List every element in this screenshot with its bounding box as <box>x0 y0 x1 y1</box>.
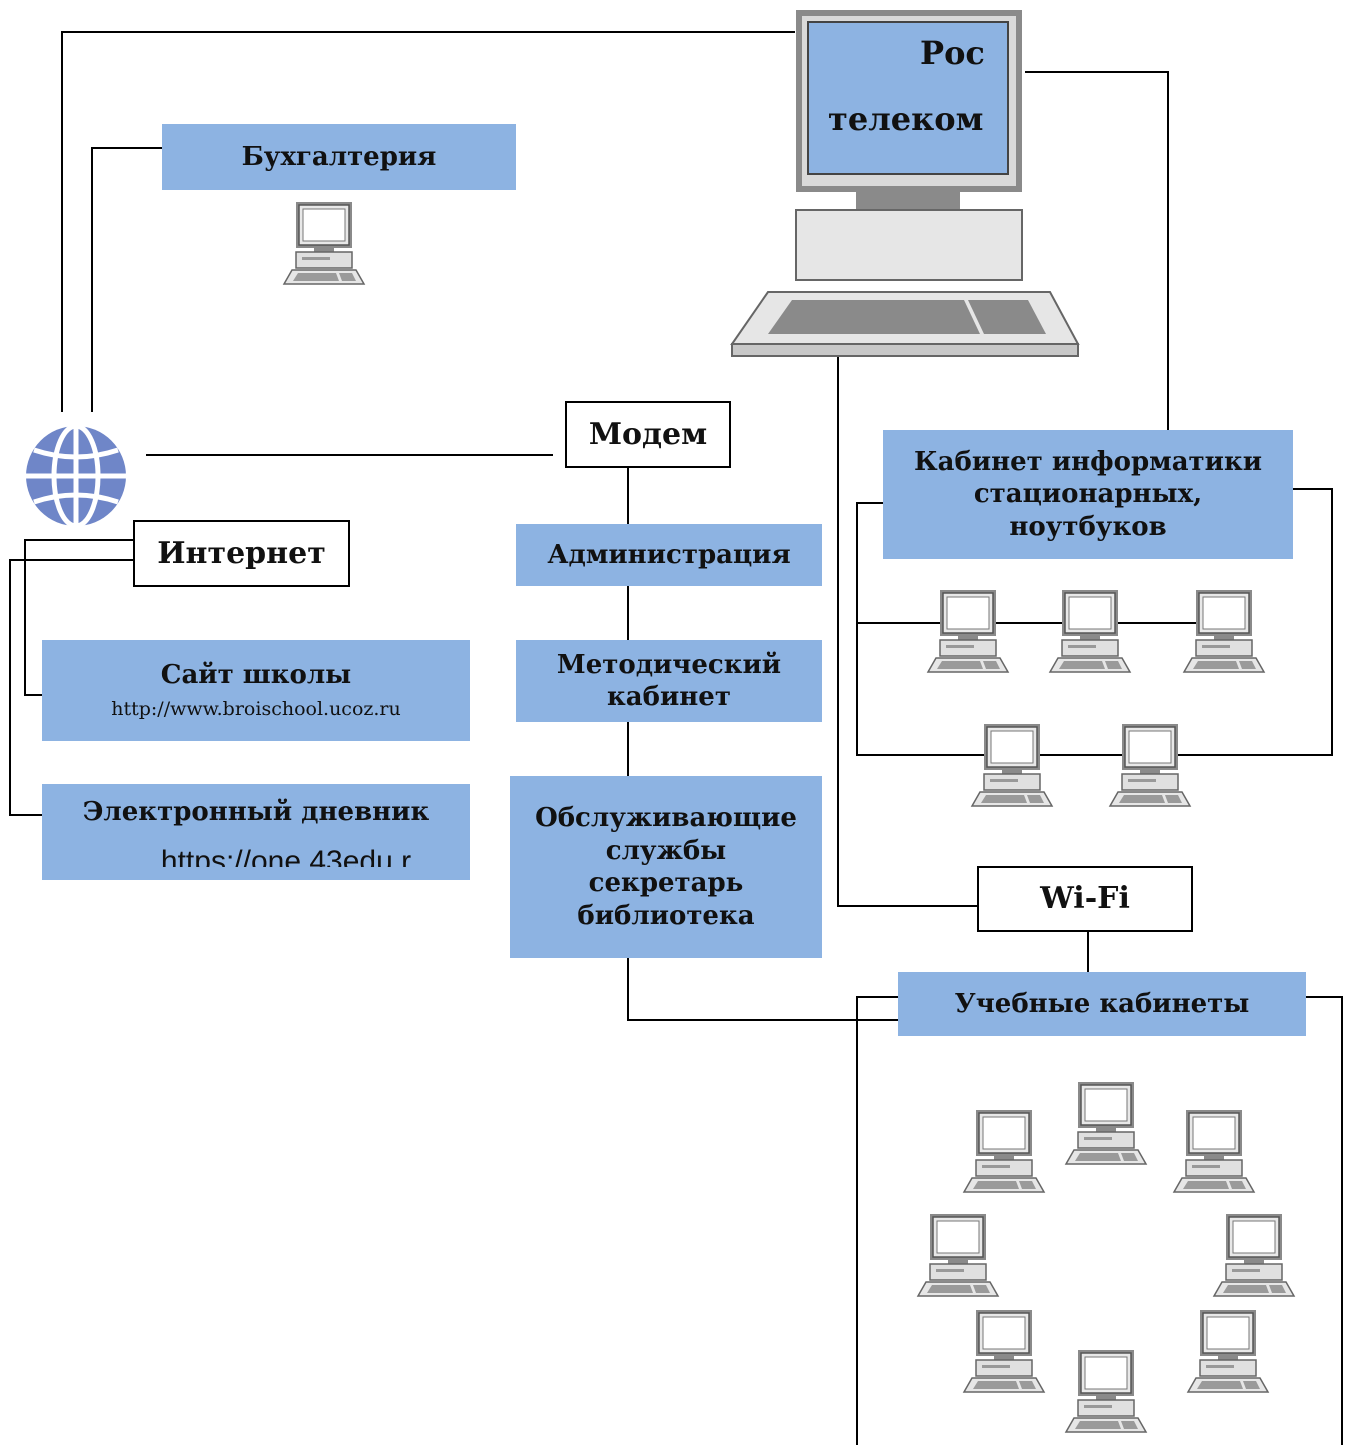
ediary-box: Электронный дневник https://one.43edu.r <box>42 784 470 880</box>
internet-label: Интернет <box>157 535 326 571</box>
administration-label: Администрация <box>547 539 791 570</box>
computer-icon <box>1182 588 1266 680</box>
services-line1: Обслуживающие <box>535 803 797 833</box>
line-internet-diary <box>9 559 133 816</box>
administration-box: Администрация <box>516 524 822 586</box>
classrooms-label: Учебные кабинеты <box>954 988 1250 1019</box>
methodical-box: Методический кабинет <box>516 640 822 722</box>
line-internet-site <box>24 539 133 696</box>
services-line4: библиотека <box>577 900 755 931</box>
ediary-url: https://one.43edu.r <box>160 844 412 867</box>
ediary-label: Электронный дневник <box>82 797 430 827</box>
school-site-label: Сайт школы <box>160 660 352 691</box>
modem-label: Модем <box>588 416 708 452</box>
accounting-box: Бухгалтерия <box>162 124 516 190</box>
methodical-line1: Методический <box>556 649 782 680</box>
line-rostelecom-wifi <box>837 355 977 907</box>
wifi-box: Wi-Fi <box>977 866 1193 932</box>
methodical-line2: кабинет <box>607 682 731 712</box>
school-site-box: Сайт школы http://www.broischool.ucoz.ru <box>42 640 470 741</box>
line-informatics-loop <box>856 488 1333 756</box>
server-computer-icon <box>730 10 1080 357</box>
rostelecom-label-line2: телеком <box>828 100 984 138</box>
computer-icon <box>1064 1348 1148 1440</box>
services-line3: секретарь <box>588 868 744 898</box>
computer-icon <box>1108 722 1192 814</box>
computer-icon <box>1172 1108 1256 1200</box>
informatics-box: Кабинет информатики стационарных, ноутбу… <box>883 430 1293 559</box>
computer-icon <box>962 1308 1046 1400</box>
internet-box: Интернет <box>133 520 350 587</box>
modem-box: Модем <box>565 401 731 468</box>
informatics-line1: Кабинет информатики <box>913 446 1263 477</box>
school-site-url: http://www.broischool.ucoz.ru <box>111 697 401 720</box>
computer-icon <box>926 588 1010 680</box>
computer-icon <box>282 200 366 292</box>
line-services-classrooms <box>627 958 898 1021</box>
wifi-label: Wi-Fi <box>1040 881 1130 917</box>
computer-icon <box>1064 1080 1148 1172</box>
informatics-line2: стационарных, <box>973 479 1203 510</box>
line-rostelecom-informatics <box>1025 71 1169 430</box>
computer-icon <box>1186 1308 1270 1400</box>
computer-icon <box>970 722 1054 814</box>
computer-icon <box>916 1212 1000 1304</box>
line-globe-accounting <box>91 147 162 412</box>
services-box: Обслуживающие службы секретарь библиотек… <box>510 776 822 958</box>
classrooms-box: Учебные кабинеты <box>898 972 1306 1036</box>
rostelecom-label-line1: Рос <box>920 34 985 72</box>
accounting-label: Бухгалтерия <box>241 141 437 172</box>
line-classrooms-right <box>1306 996 1343 1445</box>
line-globe-rostelecom <box>61 31 795 412</box>
computer-icon <box>1212 1212 1296 1304</box>
services-line2: службы <box>605 835 727 866</box>
line-classrooms-left <box>856 996 898 1445</box>
computer-icon <box>1048 588 1132 680</box>
globe-icon <box>26 424 126 528</box>
computer-icon <box>962 1108 1046 1200</box>
informatics-line3: ноутбуков <box>1009 511 1167 542</box>
